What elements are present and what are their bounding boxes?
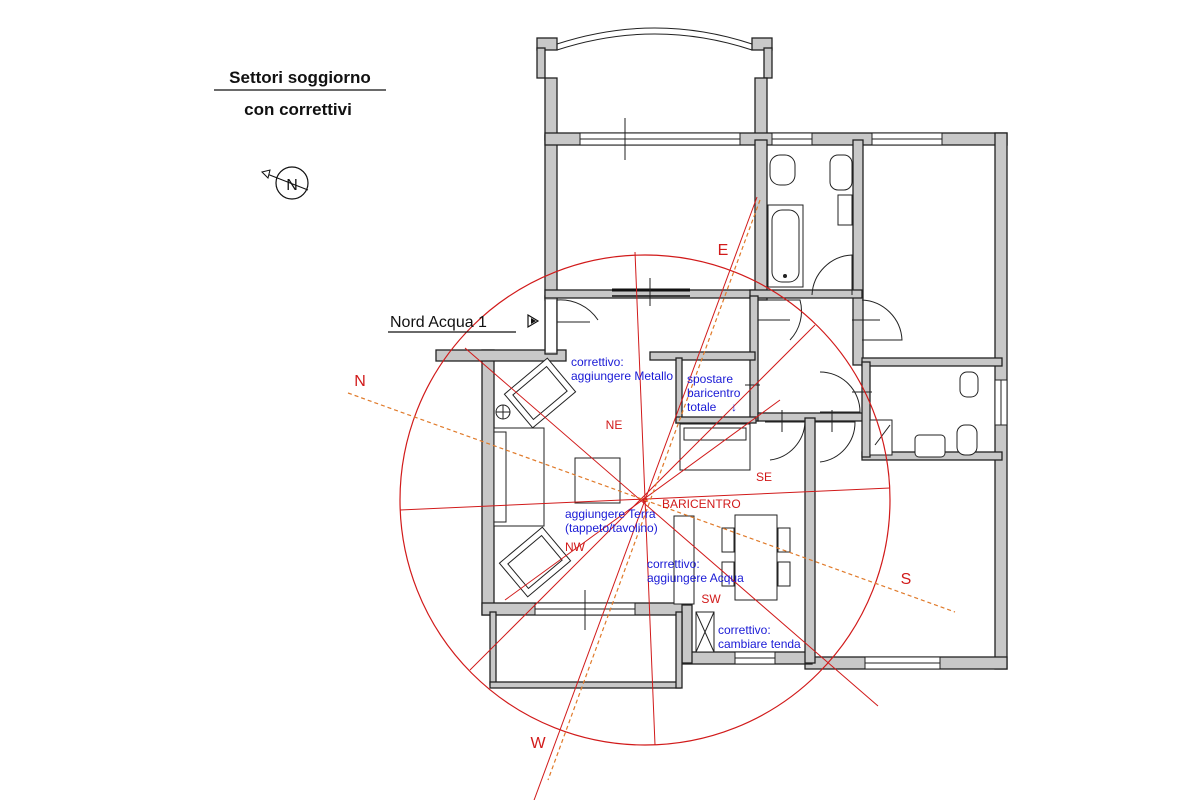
note-acqua-line2: aggiungere Acqua: [647, 571, 744, 585]
sector-label-nw: NW: [565, 540, 586, 554]
sector-label-se: SE: [756, 470, 772, 484]
note-acqua-line1: correttivo:: [647, 557, 700, 571]
compass-letter: N: [286, 177, 298, 194]
sector-lines: [399, 196, 891, 800]
note-spostare-line2: baricentro: [687, 386, 741, 400]
direction-label-s: S: [901, 571, 912, 588]
direction-label-n: N: [354, 373, 366, 390]
axis-lines: [347, 199, 956, 781]
compass-axis-line: [347, 392, 956, 613]
direction-label-e: E: [718, 242, 729, 259]
note-spostare-line1: spostare: [687, 372, 733, 386]
note-spostare-arrow-icon: ↓: [731, 400, 737, 414]
doors: [556, 254, 903, 463]
center-label: BARICENTRO: [662, 497, 741, 511]
compass-axis-line: [547, 199, 761, 781]
note-metallo-line1: correttivo:: [571, 355, 624, 369]
sector-line: [464, 347, 879, 707]
windows: [534, 132, 1008, 670]
living-furniture: [493, 357, 791, 653]
bathroom-fixtures: [767, 154, 979, 458]
sector-circle: [399, 254, 891, 746]
diagram-title-line1: Settori soggiorno: [229, 68, 371, 87]
sector-label-sw: SW: [701, 592, 721, 606]
window-marks: [584, 118, 651, 630]
sector-label-ne: NE: [606, 418, 623, 432]
note-terra-line1: aggiungere Terra: [565, 507, 656, 521]
note-spostare-line3: totale: [687, 400, 717, 414]
note-tenda-line2: cambiare tenda: [718, 637, 801, 651]
note-metallo-line2: aggiungere Metallo: [571, 369, 673, 383]
north-compass-icon: N: [261, 166, 309, 200]
note-tenda-line1: correttivo:: [718, 623, 771, 637]
sector-line: [469, 324, 816, 671]
diagram-title-line2: con correttivi: [244, 100, 352, 119]
entrance-arrow-icon: [527, 313, 540, 329]
direction-label-w: W: [530, 735, 546, 752]
corrective-notes: correttivo: aggiungere Metallo spostare …: [565, 355, 801, 651]
note-terra-line2: (tappeto/tavolino): [565, 521, 658, 535]
entrance-label: Nord Acqua 1: [390, 314, 487, 331]
